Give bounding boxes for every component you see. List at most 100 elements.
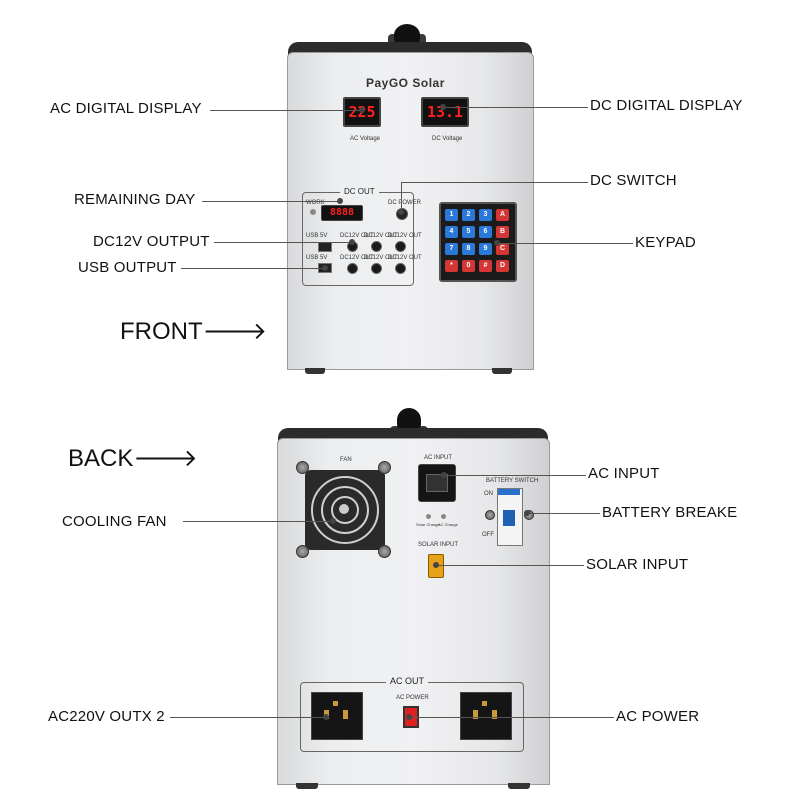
leader-ac-input [444, 475, 586, 476]
breaker-screw-left [485, 510, 495, 520]
socket-right-pin3 [482, 701, 487, 706]
fan-hub-icon [339, 504, 349, 514]
socket-right-pin1 [473, 710, 478, 719]
leader-dot-ac-input [441, 472, 447, 478]
ac-out-title: AC OUT [386, 676, 429, 686]
ac-input-pins-icon [426, 474, 448, 492]
fan-grill-inner [331, 496, 359, 524]
work-led-icon [310, 209, 316, 215]
callout-ac-input: AC INPUT [588, 465, 660, 482]
keypad-key-D[interactable]: D [496, 260, 509, 272]
back-foot-right [508, 783, 530, 789]
usb-label-1: USB 5V [306, 233, 328, 239]
dc-power-label: DC POWER [388, 200, 421, 206]
leader-dc-display [443, 107, 588, 108]
usb-port-1[interactable] [318, 242, 332, 252]
keypad-key-B[interactable]: B [496, 226, 509, 238]
ac-display-label: AC Voltage [350, 136, 381, 142]
socket-left-pin3 [333, 701, 338, 706]
leader-dot-usb [322, 265, 328, 271]
breaker-band [498, 489, 520, 495]
ac-charge-led-icon [441, 514, 446, 519]
leader-dc12v [214, 242, 352, 243]
callout-dc-digital-display: DC DIGITAL DISPLAY [590, 97, 743, 114]
fan-screw-br [378, 545, 391, 558]
leader-ac-display [210, 110, 362, 111]
solar-charge-label: Solar Charge [416, 522, 440, 527]
callout-usb-output: USB OUTPUT [78, 259, 177, 276]
ac-out-socket-right[interactable] [460, 692, 512, 740]
socket-right-pin2 [492, 710, 497, 719]
leader-dc-switch-h2 [401, 182, 441, 183]
keypad-key-8[interactable]: 8 [462, 243, 475, 255]
keypad-key-3[interactable]: 3 [479, 209, 492, 221]
dc-jack-label-3: DC12V OUT [388, 233, 422, 239]
leader-dc-switch-h [440, 182, 588, 183]
fan-grill-outer [311, 476, 379, 544]
brand-name: PayGO Solar [366, 76, 445, 90]
dc-jack-5[interactable] [371, 263, 382, 274]
leader-dot-dc-switch [398, 209, 404, 215]
leader-dot-battery [524, 510, 530, 516]
ac-power-label: AC POWER [396, 695, 429, 701]
callout-ac-power: AC POWER [616, 708, 700, 725]
dc-jack-6[interactable] [395, 263, 406, 274]
dc-out-title: DC OUT [340, 187, 379, 196]
dc-jack-label-5: DC12V OUT [364, 255, 398, 261]
usb-label-2: USB 5V [306, 255, 328, 261]
leader-dot-ac-display [359, 107, 365, 113]
dc-jack-2[interactable] [371, 241, 382, 252]
keypad-key-C[interactable]: C [496, 243, 509, 255]
solar-input-label: SOLAR INPUT [418, 542, 459, 548]
leader-dot-solar [433, 562, 439, 568]
socket-left-pin2 [343, 710, 348, 719]
dc-jack-4[interactable] [347, 263, 358, 274]
keypad-key-5[interactable]: 5 [462, 226, 475, 238]
ac-out-socket-left[interactable] [311, 692, 363, 740]
callout-keypad: KEYPAD [635, 234, 696, 251]
keypad-key-2[interactable]: 2 [462, 209, 475, 221]
callout-dc-switch: DC SWITCH [590, 172, 677, 189]
keypad-key-0[interactable]: 0 [462, 260, 475, 272]
leader-dot-ac220v [323, 714, 329, 720]
leader-keypad [497, 243, 633, 244]
front-foot-left [305, 368, 325, 374]
callout-solar-input: SOLAR INPUT [586, 556, 689, 573]
keypad-key-1[interactable]: 1 [445, 209, 458, 221]
dc-display: 13.1 [421, 97, 469, 127]
callout-ac-digital-display: AC DIGITAL DISPLAY [50, 100, 202, 117]
leader-fan [183, 521, 333, 522]
dc-jack-label-4: DC12V OUT [340, 255, 374, 261]
leader-ac-power [409, 717, 614, 718]
dc-jack-label-1: DC12V OUT [340, 233, 374, 239]
callout-dc12v-output: DC12V OUTPUT [93, 233, 210, 250]
dc-jack-3[interactable] [395, 241, 406, 252]
keypad-key-#[interactable]: # [479, 260, 492, 272]
dc-display-label: DC Voltage [432, 136, 463, 142]
keypad-key-4[interactable]: 4 [445, 226, 458, 238]
leader-dot-ac-power [406, 714, 412, 720]
solar-charge-led-icon [426, 514, 431, 519]
work-label: WORK [306, 200, 325, 206]
ac-charge-label: AC Charge [438, 522, 458, 527]
leader-ac220v [170, 717, 326, 718]
leader-dot-fan [330, 518, 336, 524]
keypad-key-*[interactable]: * [445, 260, 458, 272]
back-arrow-icon: 🡒 [133, 444, 198, 472]
keypad-key-A[interactable]: A [496, 209, 509, 221]
keypad-key-7[interactable]: 7 [445, 243, 458, 255]
front-arrow-icon: 🡒 [202, 317, 268, 345]
fan-screw-tr [378, 461, 391, 474]
leader-dot-keypad [494, 240, 500, 246]
dc-jack-label-2: DC12V OUT [364, 233, 398, 239]
keypad-key-9[interactable]: 9 [479, 243, 492, 255]
callout-cooling-fan: COOLING FAN [62, 513, 167, 530]
leader-usb [181, 268, 325, 269]
callout-remaining-day: REMAINING DAY [74, 191, 196, 208]
breaker-toggle[interactable] [503, 510, 515, 526]
fan-screw-tl [296, 461, 309, 474]
front-foot-right [492, 368, 512, 374]
front-knob-icon [394, 24, 420, 46]
keypad-key-6[interactable]: 6 [479, 226, 492, 238]
